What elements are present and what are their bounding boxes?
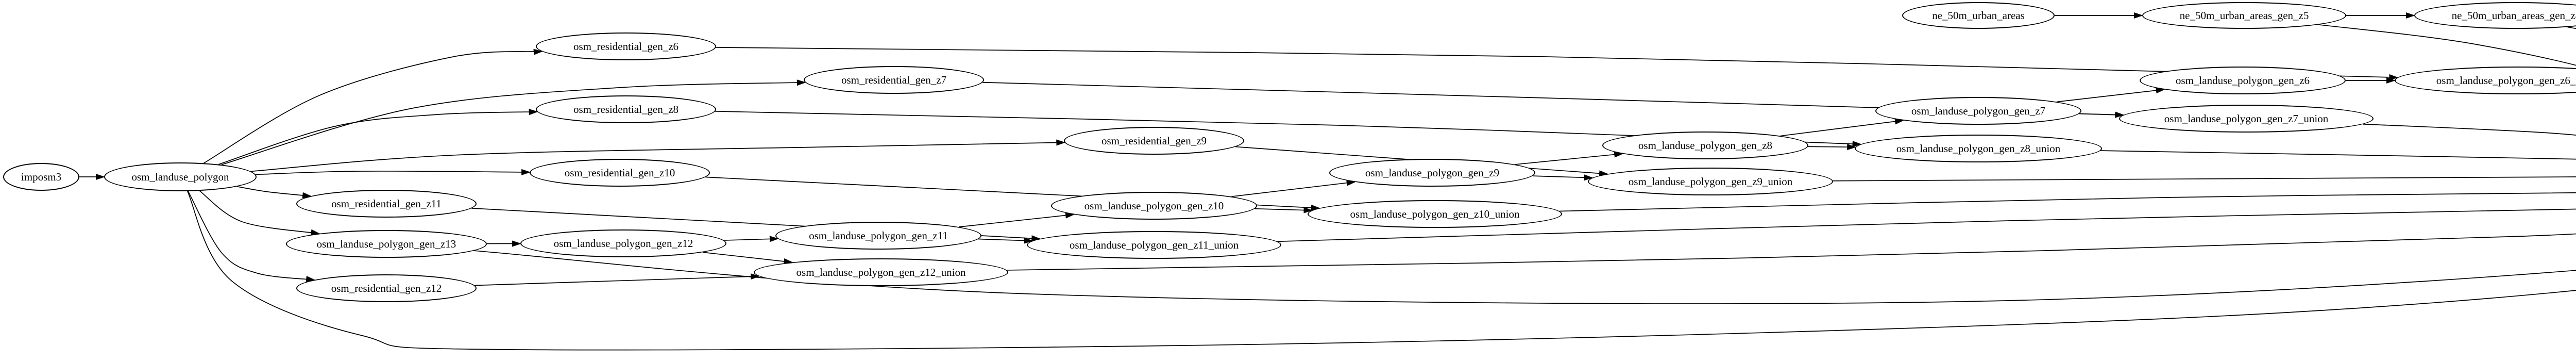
node-label: osm_landuse_polygon_gen_z10 xyxy=(1084,199,1224,212)
edge-gen_z7-to-gen_z6 xyxy=(2057,87,2165,103)
node-osm_residential_gen_z6: osm_residential_gen_z6 xyxy=(536,32,716,60)
edge-gen_z10-to-un_z10 xyxy=(1255,207,1313,213)
edge-un_z10-to-row-z10 xyxy=(1559,192,2576,212)
node-label: osm_residential_gen_z8 xyxy=(573,103,679,116)
node-label: osm_landuse_polygon_gen_z7 xyxy=(1911,104,2046,117)
node-label: osm_landuse_polygon_gen_z9_union xyxy=(1628,175,1793,188)
node-osm_residential_gen_z11: osm_residential_gen_z11 xyxy=(296,190,477,218)
node-label: ne_50m_urban_areas xyxy=(1932,9,2025,22)
node-label: osm_landuse_polygon_gen_z10_union xyxy=(1350,207,1520,220)
node-label: osm_landuse_polygon_gen_z11 xyxy=(809,229,948,242)
edge-un_z7-to-row-z7 xyxy=(2363,123,2576,136)
node-label: osm_landuse_polygon xyxy=(131,170,229,183)
node-label: osm_landuse_polygon_gen_z7_union xyxy=(2164,112,2329,125)
node-label: osm_landuse_polygon_gen_z13 xyxy=(316,237,456,250)
edge-res_z12-to-un_z12 xyxy=(474,273,760,286)
edge-olp-to-res_z12 xyxy=(188,191,316,282)
edge-gen_z10-to-gen_z9 xyxy=(1231,179,1356,198)
edge-un_z12-to-row-z12 xyxy=(1007,233,2576,271)
edge-gen_z11-to-gen_z10 xyxy=(958,212,1075,227)
node-label: ne_50m_urban_areas_gen_z5 xyxy=(2179,9,2309,22)
edge-gen_z9-to-gen_z8 xyxy=(1515,151,1624,165)
node-osm_landuse_polygon_gen_z7_union: osm_landuse_polygon_gen_z7_union xyxy=(2119,105,2374,133)
node-osm_landuse_polygon_gen_z12: osm_landuse_polygon_gen_z12 xyxy=(520,229,726,257)
edge-gen_z8-to-un_z8 xyxy=(1808,144,1857,151)
node-osm_residential_gen_z9: osm_residential_gen_z9 xyxy=(1064,127,1244,155)
node-ne_50m_urban_areas_gen_z5: ne_50m_urban_areas_gen_z5 xyxy=(2142,2,2346,29)
edge-ne_z5-to-row-z5 xyxy=(2318,24,2576,66)
node-label: osm_landuse_polygon_gen_z6_union xyxy=(2436,74,2576,87)
node-label: osm_residential_gen_z10 xyxy=(564,166,675,179)
edge-un_z8-to-row-z8 xyxy=(2100,150,2576,160)
node-osm_residential_gen_z7: osm_residential_gen_z7 xyxy=(804,66,984,94)
node-osm_landuse_polygon_gen_z9_union: osm_landuse_polygon_gen_z9_union xyxy=(1588,168,1833,195)
node-osm_landuse_polygon_gen_z7: osm_landuse_polygon_gen_z7 xyxy=(1875,97,2081,125)
node-label: osm_residential_gen_z7 xyxy=(841,73,947,86)
edge-olp-to-res_z8 xyxy=(218,109,538,165)
node-osm_landuse_polygon: osm_landuse_polygon xyxy=(104,162,257,191)
node-osm_landuse_polygon_gen_z11_union: osm_landuse_polygon_gen_z11_union xyxy=(1027,231,1281,259)
edge-olp-to-res_z6 xyxy=(204,48,543,164)
node-label: imposm3 xyxy=(21,170,62,183)
node-osm_residential_gen_z12: osm_residential_gen_z12 xyxy=(296,274,477,302)
node-label: osm_landuse_polygon_gen_z6 xyxy=(2175,74,2310,87)
edge-gen_z12-to-un_z12 xyxy=(702,252,793,265)
edge-olp-to-gen_z13 xyxy=(199,190,320,236)
node-label: osm_landuse_polygon_gen_z12_union xyxy=(796,266,966,278)
edge-olp-to-res_z11 xyxy=(236,186,312,199)
edge-olp-to-res_z7 xyxy=(221,79,806,166)
edge-gen_z9-to-un_z9 xyxy=(1532,174,1594,181)
node-label: osm_residential_gen_z11 xyxy=(331,197,442,210)
edge-un_z11-to-row-z11 xyxy=(1277,208,2576,242)
node-label: osm_landuse_polygon_gen_z12 xyxy=(553,237,693,250)
node-osm_landuse_polygon_gen_z12_union: osm_landuse_polygon_gen_z12_union xyxy=(754,258,1008,286)
edge-gen_z7-to-un_z7 xyxy=(2079,111,2125,118)
node-osm_landuse_polygon_gen_z11: osm_landuse_polygon_gen_z11 xyxy=(775,222,981,250)
node-osm_residential_gen_z10: osm_residential_gen_z10 xyxy=(530,159,710,187)
node-osm_landuse_polygon_gen_z13: osm_landuse_polygon_gen_z13 xyxy=(286,230,487,258)
node-ne_50m_urban_areas: ne_50m_urban_areas xyxy=(1902,2,2055,29)
node-label: osm_residential_gen_z12 xyxy=(331,282,442,294)
node-label: osm_landuse_polygon_gen_z8_union xyxy=(1896,142,2061,155)
node-label: osm_residential_gen_z9 xyxy=(1101,134,1207,147)
node-ne_50m_urban_areas_gen_z4: ne_50m_urban_areas_gen_z4 xyxy=(2414,2,2576,29)
node-label: osm_residential_gen_z6 xyxy=(573,40,679,53)
node-label: osm_landuse_polygon_gen_z8 xyxy=(1638,139,1773,152)
node-label: osm_landuse_polygon_gen_z11_union xyxy=(1069,238,1239,251)
node-osm_residential_gen_z8: osm_residential_gen_z8 xyxy=(536,95,716,123)
edge-un_z9-to-row-z9 xyxy=(1833,176,2576,182)
node-osm_landuse_polygon_gen_z8_union: osm_landuse_polygon_gen_z8_union xyxy=(1855,135,2102,162)
edge-olp-to-row-z14+ xyxy=(187,191,2576,351)
node-label: ne_50m_urban_areas_gen_z4 xyxy=(2451,9,2576,22)
edge-olp-to-res_z9 xyxy=(250,139,1066,172)
node-osm_landuse_polygon_gen_z8: osm_landuse_polygon_gen_z8 xyxy=(1602,131,1808,159)
edge-gen_z12-to-gen_z11 xyxy=(724,236,779,242)
node-imposm3: imposm3 xyxy=(3,163,79,191)
node-osm_landuse_polygon_gen_z10_union: osm_landuse_polygon_gen_z10_union xyxy=(1308,200,1562,228)
node-osm_landuse_polygon_gen_z6: osm_landuse_polygon_gen_z6 xyxy=(2140,67,2346,94)
edge-olp-to-res_z10 xyxy=(255,169,531,175)
node-osm_landuse_polygon_gen_z10: osm_landuse_polygon_gen_z10 xyxy=(1051,192,1257,220)
edge-gen_z8-to-gen_z7 xyxy=(1780,118,1904,137)
node-label: osm_landuse_polygon_gen_z9 xyxy=(1365,166,1500,179)
node-osm_landuse_polygon_gen_z9: osm_landuse_polygon_gen_z9 xyxy=(1329,159,1535,187)
edge-gen_z11-to-un_z11 xyxy=(978,237,1033,244)
